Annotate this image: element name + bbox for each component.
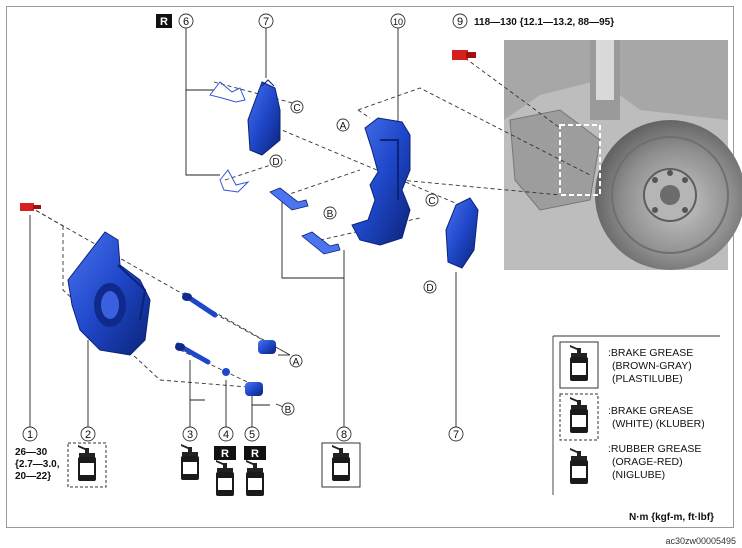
grease-icon-3 [181,444,199,480]
legend-rubber-line3: (NIGLUBE) [612,469,665,481]
torque-spec-1-line1: 26—30 [15,447,48,458]
svg-text:R: R [160,16,168,28]
vehicle-photo [504,40,742,270]
grease-icon-5 [246,460,264,496]
legend-rubber-line2: (ORAGE-RED) [612,456,683,468]
boot-upper [258,340,276,354]
torque-spec-1-line2: {2.7—3.0, [15,459,60,470]
legend-brake-white-line1: :BRAKE GREASE [608,405,693,417]
legend-rubber-line1: :RUBBER GREASE [608,443,701,455]
grease-icon-8 [321,442,361,488]
caliper-body-2 [67,231,151,356]
legend-icon-rubber [570,448,588,484]
callout-6: 6 [183,16,189,28]
callout-circles [22,13,468,442]
grease-icon-4 [216,460,234,496]
callout-3: 3 [187,429,193,441]
marker-a-boot: A [293,357,300,368]
outer-pad [445,197,479,269]
bolt-9 [452,50,476,60]
leader-lines [29,28,457,428]
legend-brake-white-line2: (WHITE) (KLUBER) [612,418,705,430]
figure-code: ac30zw00005495 [665,536,736,546]
boot-lower [245,382,263,396]
figure-frame [6,6,734,528]
shims-6 [209,81,250,193]
pin-4 [222,368,230,376]
marker-b-boot: B [285,405,292,416]
caliper-position-marker [559,124,601,196]
legend-brake-brown-line1: :BRAKE GREASE [608,347,693,359]
letter-circles [269,100,439,416]
callout-10: 10 [393,17,403,27]
callout-9: 9 [457,16,463,28]
callout-2: 2 [85,429,91,441]
callout-7-top: 7 [263,16,269,28]
callout-8: 8 [341,429,347,441]
svg-text:R: R [251,448,259,460]
legend-icon-brake-white [559,393,599,441]
legend: :BRAKE GREASE (BROWN-GRAY) (PLASTILUBE) … [552,335,720,495]
spring-clips-8 [269,187,341,255]
bolt-1 [20,203,41,211]
inner-pad [247,79,281,156]
mounting-bracket [351,117,411,246]
marker-c-top: C [293,103,300,114]
callout-1: 1 [27,429,33,441]
guide-pin-upper [182,292,218,318]
marker-d-top: D [272,157,279,168]
marker-d-outer: D [426,283,433,294]
replace-mark-6: R [156,14,172,28]
marker-a-bracket: A [340,121,347,132]
svg-text:R: R [221,448,229,460]
callout-7-bottom: 7 [453,429,459,441]
legend-icon-brake-brown [559,341,599,389]
legend-brake-brown-line3: (PLASTILUBE) [612,373,683,385]
marker-b-bracket: B [327,209,334,220]
grease-icon-2 [67,442,107,488]
legend-brake-brown-line2: (BROWN-GRAY) [612,360,692,372]
torque-spec-1-line3: 20—22} [15,471,51,482]
units-label: N·m {kgf-m, ft·lbf} [629,512,714,523]
guide-pin-lower [175,342,211,365]
callout-4: 4 [223,429,229,441]
replace-mark-5: R [244,446,266,460]
torque-spec-9: 118—130 {12.1—13.2, 88—95} [474,17,614,28]
callout-5: 5 [249,429,255,441]
replace-mark-4: R [214,446,236,460]
marker-c-outer: C [428,196,435,207]
